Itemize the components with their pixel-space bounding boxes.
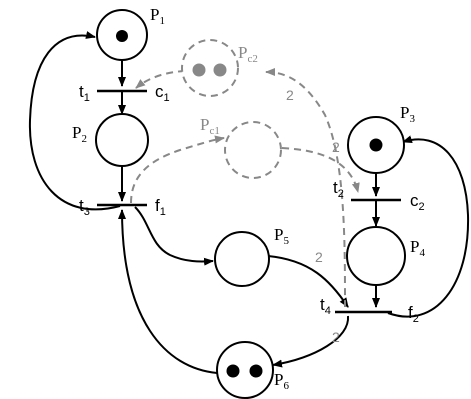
- label-p5: P5: [274, 225, 289, 247]
- label-f2: f2: [408, 303, 419, 325]
- label-pc1: Pc1: [200, 115, 220, 137]
- weight-pc2-arc: 2: [286, 87, 294, 103]
- token-p6-b: [249, 364, 263, 378]
- arc-t3-pc1: [130, 135, 225, 204]
- label-p3: P3: [400, 103, 415, 125]
- arc-t4-pc2: [265, 68, 346, 308]
- place-pc1: [224, 121, 282, 179]
- arc-pc1-t2: [281, 147, 360, 193]
- label-f1: f1: [155, 196, 166, 218]
- arc-t3-p1: [28, 31, 121, 211]
- label-t2: t2: [333, 178, 344, 200]
- arc-p5-t4: [267, 255, 349, 308]
- token-p6-a: [226, 364, 240, 378]
- arc-t4-p3: [387, 135, 470, 318]
- label-t3: t3: [79, 196, 90, 218]
- label-c1: c1: [155, 82, 170, 104]
- token-p3: [369, 138, 383, 152]
- weight-p5-t4: 2: [315, 249, 323, 265]
- place-p4: [346, 226, 406, 286]
- label-p4: P4: [410, 237, 425, 259]
- label-pc2: Pc2: [238, 43, 258, 65]
- label-t4: t4: [320, 295, 331, 317]
- weight-pc1-arc: 2: [332, 139, 340, 155]
- place-p2: [95, 113, 149, 167]
- arc-pc2-t1: [135, 70, 186, 89]
- label-t1: t1: [79, 82, 90, 104]
- token-pc2-a: [192, 63, 206, 77]
- arc-p6-t3: [118, 209, 218, 374]
- weight-t4-p6: 2: [332, 329, 340, 345]
- label-p2: P2: [72, 123, 87, 145]
- arc-t4-p6: [272, 315, 350, 368]
- label-c2: c2: [410, 191, 425, 213]
- place-p5: [214, 231, 270, 287]
- arc-t3-p5: [134, 206, 214, 266]
- place-p6: [216, 341, 274, 399]
- token-p1: [116, 30, 128, 42]
- label-p1: P1: [150, 5, 165, 27]
- place-pc2: [181, 39, 239, 97]
- token-pc2-b: [213, 63, 227, 77]
- label-p6: P6: [274, 370, 289, 392]
